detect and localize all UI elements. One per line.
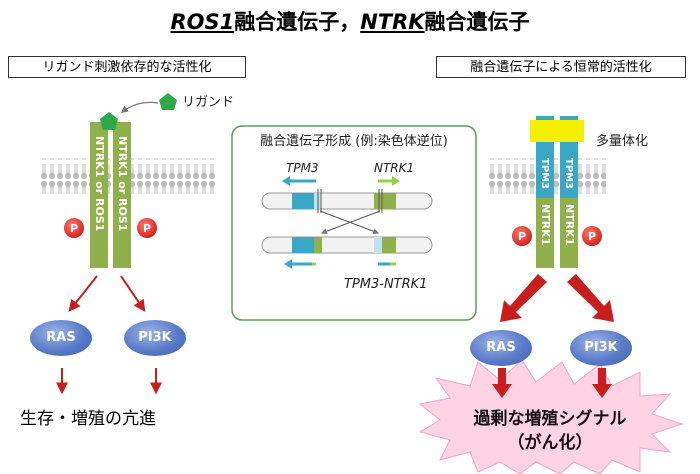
right-tpm3-b: TPM3 bbox=[563, 158, 574, 189]
right-p-label-b: P bbox=[588, 230, 596, 243]
fusion-arrowhead bbox=[284, 259, 292, 269]
left-ras-bubble: RAS bbox=[30, 320, 92, 356]
right-p-icon-b bbox=[582, 226, 602, 246]
chr2-tpm3-block bbox=[292, 237, 314, 253]
right-pi3k-bubble: PI3K bbox=[570, 330, 632, 366]
left-receptor-a bbox=[90, 122, 108, 268]
left-result-text: 生存・増殖の亢進 bbox=[20, 409, 156, 429]
right-arrow-result-b-shaft bbox=[598, 368, 606, 384]
right-result-line1: 過剰な増殖シグナル bbox=[473, 409, 627, 429]
left-receptor-b bbox=[113, 122, 131, 268]
left-receptor-b-label: NTRK1 or ROS1 bbox=[116, 136, 129, 231]
right-arrow-result-a-head bbox=[492, 384, 512, 398]
chr2-ntrk1-tail bbox=[382, 237, 396, 253]
right-p-icon-a bbox=[512, 226, 532, 246]
right-ras-bubble: RAS bbox=[470, 330, 532, 366]
chr2-ntrk1-block bbox=[314, 237, 322, 253]
dimer-block bbox=[530, 120, 584, 142]
left-pi3k-bubble: PI3K bbox=[124, 320, 186, 356]
title-part3: 融合遺伝子 bbox=[424, 10, 530, 34]
fusion-label: TPM3-NTRK1 bbox=[344, 277, 427, 292]
chr1-ntrk1-block bbox=[374, 193, 396, 209]
left-p-label-b: P bbox=[143, 222, 151, 235]
chr2-mixed-block bbox=[374, 237, 382, 253]
right-arrow-pi3k bbox=[567, 274, 614, 322]
title-part2: 融合遺伝子， bbox=[234, 10, 361, 34]
chromosome-original bbox=[261, 192, 433, 210]
chr1-tpm3-block bbox=[292, 193, 314, 209]
left-p-icon-b bbox=[137, 218, 157, 238]
left-receptor-a-label: NTRK1 or ROS1 bbox=[93, 136, 106, 231]
ligand-legend-icon bbox=[159, 93, 177, 110]
dimer-label: 多量体化 bbox=[596, 133, 648, 149]
left-p-label-a: P bbox=[70, 222, 78, 235]
right-arrow-ras bbox=[500, 274, 547, 322]
chromosome-inverted bbox=[261, 236, 433, 254]
right-ntrk1-b: NTRK1 bbox=[563, 204, 576, 245]
left-panel-label: リガンド刺激依存的な活性化 bbox=[8, 56, 246, 78]
ligand-legend-label: リガンド bbox=[182, 95, 234, 110]
right-panel-label: 融合遺伝子による恒常的活性化 bbox=[436, 56, 686, 78]
right-result-line2: （がん化） bbox=[507, 433, 593, 453]
chr1-tpm3-tail bbox=[314, 193, 320, 209]
inversion-cross-1 bbox=[319, 210, 380, 235]
burst-shape bbox=[418, 359, 684, 474]
right-receptor-b-green bbox=[560, 198, 578, 268]
gene2-label: NTRK1 bbox=[374, 161, 414, 175]
inversion-cross-2 bbox=[320, 210, 381, 235]
gene1-label: TPM3 bbox=[286, 161, 319, 175]
left-ligand-icon bbox=[100, 112, 118, 130]
gene2-arrowhead bbox=[392, 176, 400, 186]
gene1-arrowhead bbox=[282, 176, 290, 186]
center-panel-title: 融合遺伝子形成 (例:染色体逆位) bbox=[260, 133, 448, 149]
right-arrow-result-b-head bbox=[592, 384, 612, 398]
center-panel-frame bbox=[231, 125, 477, 321]
title-ros1: ROS1 bbox=[170, 10, 235, 34]
left-p-icon-a bbox=[64, 218, 84, 238]
title-ntrk: NTRK bbox=[360, 10, 425, 34]
right-tpm3-a: TPM3 bbox=[539, 158, 550, 189]
ligand-pointer-arrow bbox=[120, 101, 159, 113]
right-p-label-a: P bbox=[518, 230, 526, 243]
right-arrow-result-a-shaft bbox=[498, 368, 506, 384]
page-title: ROS1融合遺伝子，NTRK融合遺伝子 bbox=[0, 6, 700, 36]
right-receptor-a-green bbox=[536, 198, 554, 268]
left-arrow-pi3k bbox=[120, 275, 146, 312]
left-arrow-ras bbox=[68, 275, 98, 312]
right-ntrk1-a: NTRK1 bbox=[539, 204, 552, 245]
